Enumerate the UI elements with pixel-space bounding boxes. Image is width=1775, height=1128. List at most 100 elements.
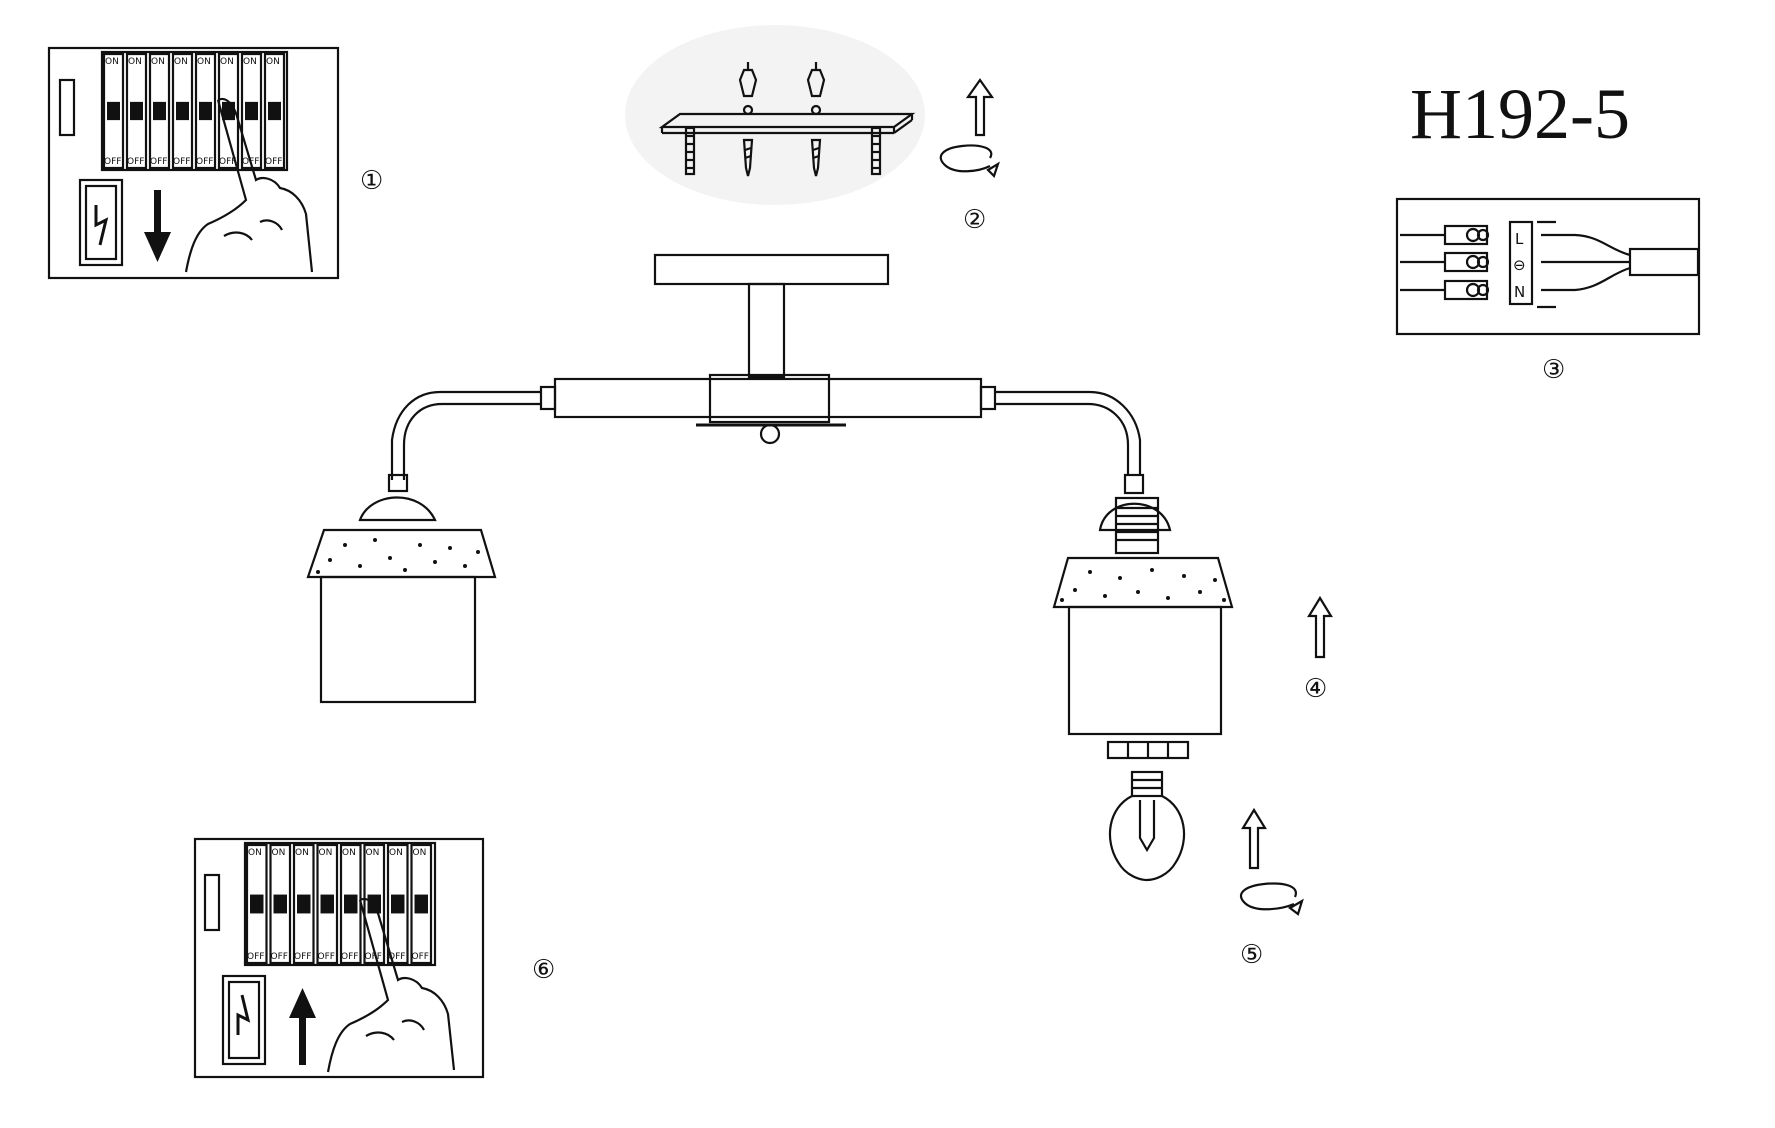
step-5-rotate-icon bbox=[1239, 882, 1304, 916]
switch-on-label: ON bbox=[128, 57, 142, 67]
ceiling-fixture bbox=[306, 253, 1234, 882]
switch-on-label: ON bbox=[272, 848, 286, 858]
switch-off-label: OFF bbox=[196, 157, 213, 167]
switch-off-label: OFF bbox=[271, 952, 288, 962]
right-shade-body bbox=[1067, 605, 1223, 736]
switch-on-label: ON bbox=[220, 57, 234, 67]
breaker-switch: ON OFF bbox=[386, 843, 409, 965]
switch-off-label: OFF bbox=[173, 157, 190, 167]
switch-on-label: ON bbox=[389, 848, 403, 858]
rotate-icon bbox=[939, 144, 1000, 179]
breaker-switch: ON OFF bbox=[148, 52, 171, 170]
switch-off-label: OFF bbox=[318, 952, 335, 962]
screw-right bbox=[810, 138, 822, 177]
terminal-neutral: N bbox=[1514, 283, 1525, 301]
switch-off-label: OFF bbox=[150, 157, 167, 167]
switch-on-label: ON bbox=[243, 57, 257, 67]
switch-off-icon bbox=[78, 178, 124, 267]
left-cup bbox=[358, 496, 437, 522]
switch-off-label: OFF bbox=[341, 952, 358, 962]
breaker-panel-frame-6 bbox=[193, 837, 485, 1079]
wall-plug-right bbox=[806, 62, 826, 116]
left-speckle bbox=[316, 538, 480, 574]
switch-off-label: OFF bbox=[412, 952, 429, 962]
switch-off-label: OFF bbox=[247, 952, 264, 962]
left-arm-pipe bbox=[390, 390, 541, 480]
switch-off-label: OFF bbox=[219, 157, 236, 167]
bolt-left bbox=[684, 126, 696, 176]
step-3-wiring: L ⊖ N ③ bbox=[1395, 197, 1701, 385]
switch-on-label: ON bbox=[319, 848, 333, 858]
switch-on-label: ON bbox=[197, 57, 211, 67]
terminal-block bbox=[1508, 220, 1534, 306]
terminal-live: L bbox=[1515, 230, 1524, 248]
switch-on-label: ON bbox=[342, 848, 356, 858]
switch-off-label: OFF bbox=[294, 952, 311, 962]
threaded-socket bbox=[1114, 496, 1160, 555]
canopy-stem bbox=[747, 282, 786, 379]
breaker-switch: ON OFF bbox=[102, 52, 125, 170]
switch-on-label: ON bbox=[366, 848, 380, 858]
mains-cable bbox=[1628, 247, 1700, 277]
breaker-panel-frame bbox=[47, 46, 340, 280]
right-speckle bbox=[1060, 568, 1226, 602]
right-arm-pipe bbox=[995, 390, 1142, 475]
step-5-label: ⑤ bbox=[1240, 940, 1263, 970]
step-2-bracket: ② bbox=[625, 25, 1000, 235]
breaker-switch: ON OFF bbox=[245, 843, 268, 965]
breaker-switch: ON OFF bbox=[269, 843, 292, 965]
breaker-switch: ON OFF bbox=[292, 843, 315, 965]
center-finial bbox=[759, 423, 781, 445]
switch-off-label: OFF bbox=[127, 157, 144, 167]
breaker-switch: ON OFF bbox=[339, 843, 362, 965]
step-1-label: ① bbox=[360, 166, 383, 196]
switch-off-label: OFF bbox=[388, 952, 405, 962]
left-shade-top bbox=[306, 528, 497, 579]
wall-plug-left bbox=[738, 62, 758, 116]
switch-off-label: OFF bbox=[104, 157, 121, 167]
ceiling-canopy bbox=[653, 253, 890, 286]
breaker-switch: ON OFF bbox=[316, 843, 339, 965]
step-1-panel: ONOFFONOFFONOFFONOFFONOFFONOFFONOFFONOFF… bbox=[47, 46, 383, 280]
step-2-label: ② bbox=[963, 205, 986, 235]
breaker-switch: ON OFF bbox=[171, 52, 194, 170]
screw-left bbox=[742, 138, 754, 177]
switch-on-label: ON bbox=[174, 57, 188, 67]
step-4-label: ④ bbox=[1304, 674, 1327, 704]
switch-on-label: ON bbox=[151, 57, 165, 67]
step-6-label: ⑥ bbox=[532, 955, 555, 985]
step-3-label: ③ bbox=[1542, 355, 1565, 385]
light-bulb bbox=[1108, 770, 1186, 882]
right-shade-top bbox=[1052, 556, 1234, 609]
switch-off-label: OFF bbox=[265, 157, 282, 167]
panel-bracket bbox=[58, 78, 76, 137]
step-4: ④ bbox=[1304, 595, 1333, 704]
hand-pointer-icon bbox=[184, 97, 314, 273]
step-5-up-arrow-icon bbox=[1241, 807, 1267, 870]
breaker-switch: ON OFF bbox=[194, 52, 217, 170]
down-arrow-icon bbox=[144, 190, 171, 262]
wiring-frame bbox=[1395, 197, 1701, 336]
right-cup bbox=[1098, 502, 1172, 532]
switch-on-label: ON bbox=[105, 57, 119, 67]
hand-pointer-icon-6 bbox=[326, 897, 456, 1073]
step-6-panel: ONOFFONOFFONOFFONOFFONOFFONOFFONOFFONOFF… bbox=[193, 837, 555, 1079]
model-title: H192-5 bbox=[1410, 74, 1630, 154]
center-hub bbox=[708, 373, 831, 424]
terminal-earth: ⊖ bbox=[1513, 256, 1526, 274]
switch-on-label: ON bbox=[295, 848, 309, 858]
switch-on-label: ON bbox=[413, 848, 427, 858]
panel-bracket-6 bbox=[203, 873, 221, 932]
step-5: ⑤ bbox=[1239, 807, 1304, 970]
fixture-arm-bar bbox=[553, 377, 983, 419]
left-shade-body bbox=[319, 575, 477, 704]
bolt-right bbox=[870, 126, 882, 176]
step-4-up-arrow-icon bbox=[1307, 595, 1333, 659]
switch-on-icon bbox=[221, 974, 267, 1066]
switch-on-label: ON bbox=[248, 848, 262, 858]
